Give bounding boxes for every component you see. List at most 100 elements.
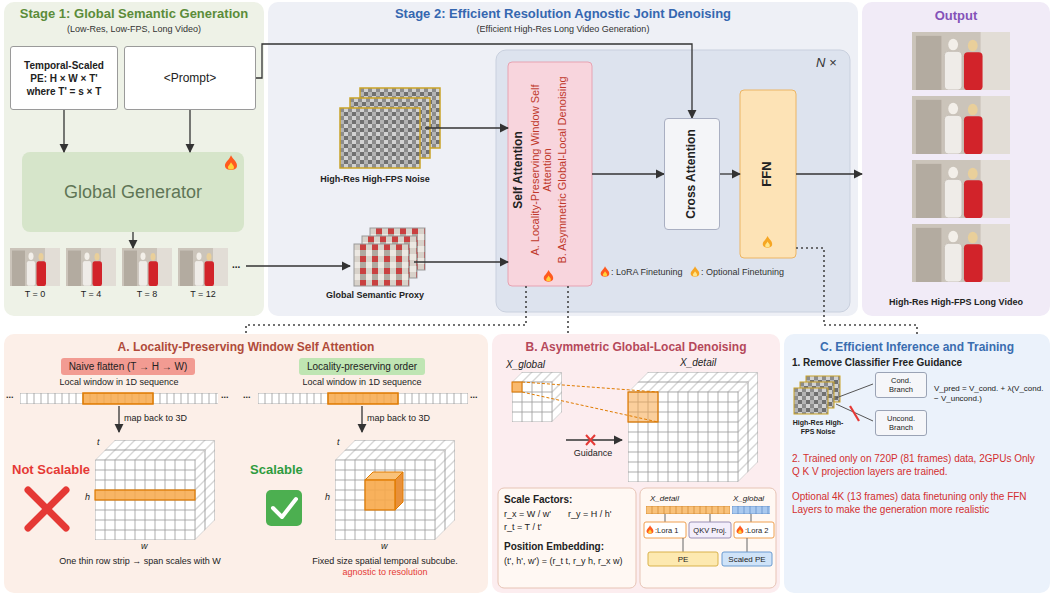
generator-fill (225, 155, 237, 170)
panel-ground (784, 334, 1050, 593)
detail-leader (796, 248, 917, 334)
latent-cube (512, 372, 562, 422)
latent-cube (512, 382, 522, 392)
axis-label: h (85, 492, 93, 503)
token-bar (732, 506, 770, 514)
ellipsis: ... (6, 390, 20, 401)
grid-volume (335, 440, 455, 540)
grid-volume (365, 480, 395, 510)
token-sequence (118, 406, 119, 432)
noise-volume (836, 384, 873, 398)
latent-cube (552, 372, 562, 422)
legend-text: : LoRA Finetuning (611, 267, 683, 277)
output-panel-text: High-Res High-FPS Long Video (862, 297, 1050, 308)
ffn-box-text: FFN (759, 99, 775, 249)
denoise-block-fill (496, 50, 850, 312)
legend-entry: : LoRA Finetuning (600, 266, 683, 278)
token-sequence (83, 393, 153, 404)
detail-panel-text: 2. Trained only on 720P (81 frames) data… (792, 452, 1042, 478)
order-tag-text: Locality-preserving order (307, 360, 417, 373)
legend-flame (600, 266, 610, 278)
token-bar (689, 522, 731, 538)
detail-panel: B. Asymmetric Global-Local DenoisingScal… (492, 334, 780, 593)
detail-leader (567, 286, 569, 334)
pe-box-text: Temporal-Scaled PE: H × W × T' where T' … (15, 59, 113, 98)
correspondence-line (522, 382, 658, 392)
check-mark (273, 499, 296, 517)
token-bar (751, 514, 752, 522)
guidance-arrow (586, 435, 595, 445)
arrow-caption: map back to 3D (367, 413, 467, 424)
panel-ground (268, 2, 858, 316)
noise-volume (794, 388, 828, 414)
ffn-box: FFN (740, 90, 796, 258)
frame-strip-text: T = 12 (178, 289, 228, 300)
denoise-block-fill (763, 236, 772, 248)
token-sequence (328, 393, 398, 404)
cross-mark (28, 490, 66, 528)
noise-stack-text: High-Res High-FPS Noise (310, 174, 440, 185)
detail-panel-text: Optional 4K (13 frames) data finetuning … (792, 490, 1042, 516)
noise-volume (850, 406, 859, 421)
latent-cube (512, 382, 552, 422)
branch-box: Cond. Branch (875, 372, 927, 398)
token-bar (747, 538, 748, 552)
panel-ground (862, 2, 1050, 316)
verdict-text: Scalable (250, 462, 320, 478)
formula-box-text: (t', h', w') = (r_t t, r_y h, r_x w) (504, 556, 632, 567)
token-sequence (361, 406, 362, 432)
qkv-box-text: X_global (733, 494, 773, 504)
grid-caption: Fixed size spatial temporal subcube. (270, 556, 500, 567)
stage-panel-text: Stage 1: Global Semantic Generation (4, 6, 264, 22)
stage-panel-text: (Low-Res, Low-FPS, Long Video) (4, 24, 264, 35)
token-bar (648, 552, 718, 566)
guidance-arrow (566, 439, 622, 440)
qkv-box-text: X_detail (650, 494, 710, 504)
video-frame (178, 248, 228, 286)
ellipsis: ... (232, 258, 246, 271)
latent-cube (628, 372, 758, 392)
token-bar (665, 514, 666, 522)
formula-box-text: r_t = T / t' (504, 522, 566, 533)
formula-box-text: Scale Factors: (504, 493, 632, 506)
guidance-arrow (566, 435, 622, 445)
branch-box: Uncond. Branch (875, 410, 927, 436)
denoise-block-fill (544, 270, 553, 282)
flow-arrow (256, 44, 692, 118)
noise-volume (340, 108, 420, 168)
axis-label: w (381, 541, 391, 552)
frame-strip-text: T = 0 (10, 289, 60, 300)
cross-mark (28, 490, 66, 528)
frame-strip-text: T = 8 (122, 289, 172, 300)
prompt-box-text: <Prompt> (164, 71, 217, 86)
generator-box: Global Generator (22, 152, 244, 232)
noise-volume (794, 388, 828, 414)
token-bar (732, 506, 770, 514)
latent-cube (628, 392, 738, 482)
formula-box-text: Position Embedding: (504, 540, 632, 553)
token-bar (710, 514, 711, 522)
frame-strip-text: T = 4 (66, 289, 116, 300)
formula-box-text: r_x = W / w' (504, 509, 566, 520)
tensor-label: X_detail (680, 356, 740, 369)
proxy-volume (354, 244, 409, 286)
detail-panel-text: B. Asymmetric Global-Local Denoising (492, 340, 780, 355)
stage-panel: Stage 1: Global Semantic Generation (Low-… (4, 2, 264, 316)
video-frame (10, 248, 60, 286)
noise-volume (794, 376, 873, 421)
token-bar (683, 538, 684, 552)
verdict-text: Not Scalable (12, 462, 102, 478)
sub-box-fill (498, 488, 636, 588)
detail-panel: C. Efficient Inference and Training1. Re… (784, 334, 1050, 593)
order-tag: Locality-preserving order (299, 358, 425, 375)
legend-flame (601, 266, 610, 277)
video-frame (66, 248, 116, 286)
correspondence-line (522, 382, 658, 422)
axis-label: t (97, 437, 105, 448)
correspondence-line (522, 392, 658, 422)
output-frame (912, 224, 1010, 282)
axis-label: w (141, 541, 151, 552)
generator-box-text: Global Generator (64, 181, 202, 204)
